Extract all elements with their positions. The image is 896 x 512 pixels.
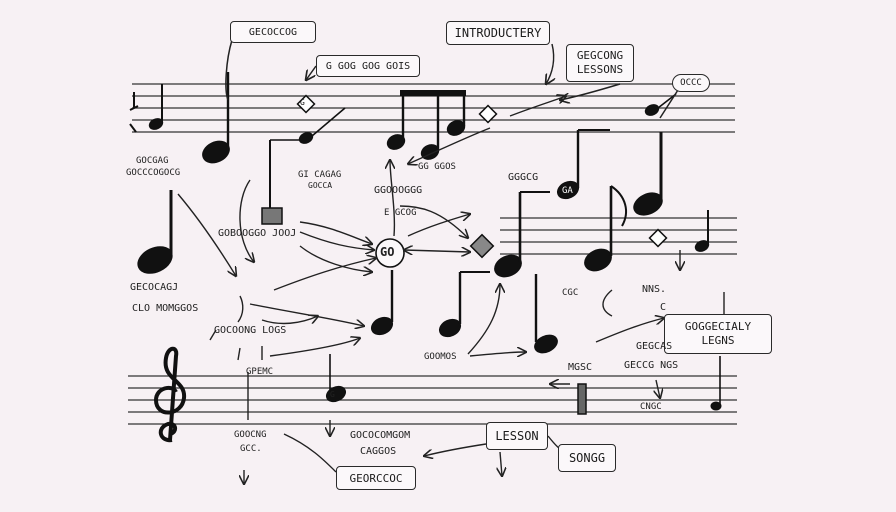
box-right-mid-line1: GOGGECIALY (684, 320, 752, 333)
label-22b: CAGGOS (360, 446, 397, 457)
label-11: GG GGOS (418, 162, 456, 172)
label-5: GOCOONG LOGS (214, 325, 287, 336)
box-top-mid: G GOG GOG GOIS (316, 55, 420, 77)
label-16: C (660, 302, 667, 313)
label-13: GA (562, 186, 573, 196)
notes-top (148, 72, 677, 164)
label-18: GECCG NGS (624, 360, 679, 371)
label-1a: GOCGAG (136, 156, 169, 166)
clef-sketch-icon (129, 92, 139, 133)
box-right-mid: GOGGECIALY LEGNS (664, 314, 772, 354)
box-bottom-center: GEORCCOC (336, 466, 416, 490)
label-19: CNGC (640, 402, 662, 412)
box-lesson: LESSON (486, 422, 548, 450)
label-3: GECOCAGJ (130, 282, 179, 293)
label-21: GOOMOS (424, 352, 457, 362)
box-occ: OCCC (672, 74, 710, 92)
notes-middle (137, 129, 722, 411)
label-4: CLO MOMGGOS (132, 303, 199, 314)
label-7a: GOOCNG (234, 430, 267, 440)
label-8a: GI CAGAG (298, 170, 342, 180)
label-2: GOBOOGGO JOOJ (218, 228, 297, 239)
box-right-mid-line2: LEGNS (701, 334, 735, 347)
label-14: CGC (562, 288, 579, 298)
label-7b: GCC. (240, 444, 262, 454)
shape-markers (261, 94, 668, 415)
label-17: GEGCAS (636, 341, 673, 352)
staff-top (132, 83, 735, 133)
label-20: MGSC (568, 362, 593, 373)
label-8b: GOCCA (308, 181, 333, 190)
box-lessons-top: GEGCONG LESSONS (566, 44, 634, 82)
label-9: GGOOOGGG (374, 185, 423, 196)
treble-clef-icon (153, 346, 187, 443)
center-node-label: GO (380, 245, 395, 259)
staff-bottom (128, 375, 737, 425)
note-bottom-label: G (330, 390, 335, 399)
box-lessons-top-line1: GEGCONG (576, 49, 624, 62)
note-small-label: G (300, 98, 305, 107)
label-22a: GOCOCOMGOM (350, 430, 411, 441)
connector-arrows (177, 96, 725, 484)
box-top-left: GECOCCOG (230, 21, 316, 43)
box-songg: SONGG (558, 444, 616, 472)
box-lessons-top-line2: LESSONS (576, 63, 624, 76)
staff-middle (500, 217, 737, 255)
label-15: NNS. (642, 284, 667, 295)
label-10: E GCOG (384, 208, 417, 218)
box-introductory: INTRODUCTERY (446, 21, 550, 45)
label-1b: GOCCCOGOCG (126, 168, 181, 178)
label-12: GGGCG (508, 172, 539, 183)
label-6: GPEMC (246, 367, 274, 377)
